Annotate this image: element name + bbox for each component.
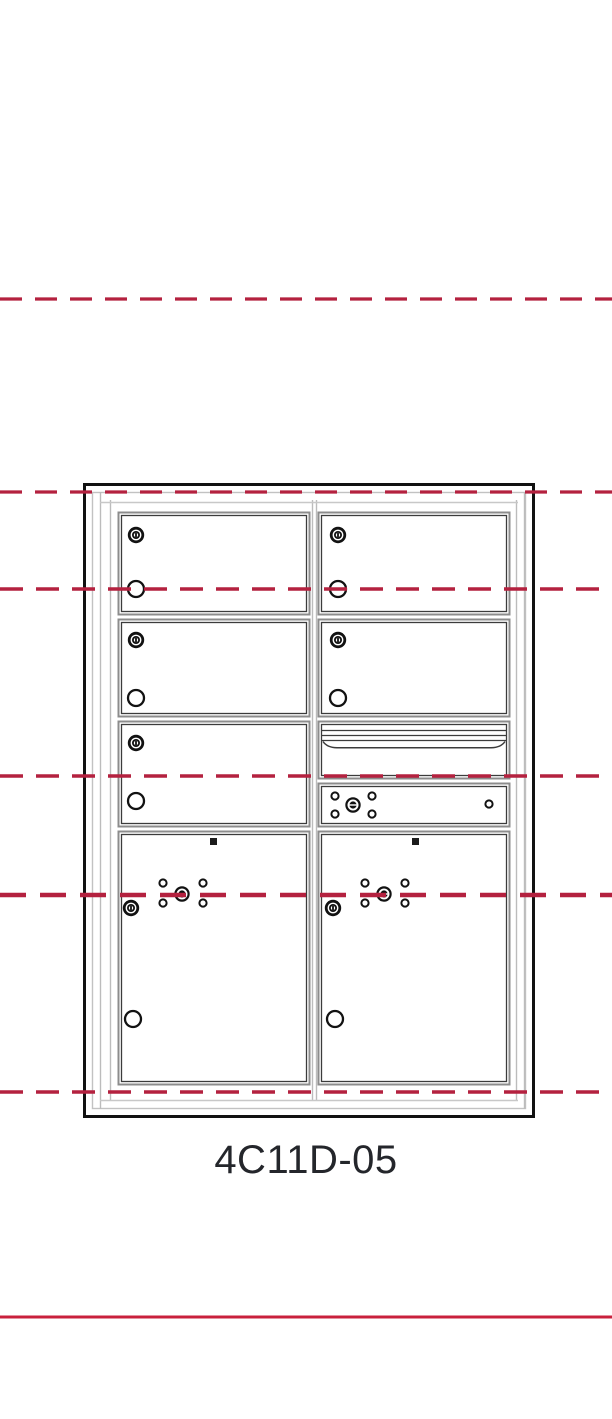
outgoing-mail-slot[interactable] — [317, 720, 511, 780]
screw-hole-icon — [330, 791, 340, 801]
cylinder-lock-icon[interactable] — [329, 526, 347, 544]
pull-handle-icon[interactable] — [123, 1009, 143, 1029]
pull-handle-icon[interactable] — [328, 688, 348, 708]
screw-hole-icon — [158, 898, 168, 908]
screw-hole-icon — [400, 878, 410, 888]
slot-lip-icon — [322, 741, 506, 749]
placard-marker-icon — [412, 838, 419, 845]
cylinder-lock-icon[interactable] — [127, 734, 145, 752]
cylinder-lock-icon[interactable] — [324, 899, 342, 917]
screw-hole-icon — [400, 898, 410, 908]
latch-center-icon[interactable] — [345, 797, 361, 813]
door-right-row2[interactable] — [317, 618, 511, 718]
placard-marker-icon — [210, 838, 217, 845]
screw-hole-icon — [330, 809, 340, 819]
door-left-row3[interactable] — [117, 720, 311, 828]
screw-hole-icon — [484, 799, 494, 809]
screw-hole-icon — [158, 878, 168, 888]
parcel-door-right[interactable] — [317, 830, 511, 1086]
parcel-door-left[interactable] — [117, 830, 311, 1086]
cabinet-group — [83, 483, 535, 1118]
screw-hole-icon — [367, 791, 377, 801]
screw-hole-icon — [198, 898, 208, 908]
cylinder-lock-icon[interactable] — [329, 631, 347, 649]
cylinder-lock-icon[interactable] — [127, 631, 145, 649]
pull-handle-icon[interactable] — [126, 791, 146, 811]
parcel-lock-panel[interactable] — [317, 782, 511, 828]
page-title: 4C11D-05 — [214, 1138, 398, 1182]
cylinder-lock-icon[interactable] — [127, 526, 145, 544]
screw-hole-icon — [367, 809, 377, 819]
door-left-row2[interactable] — [117, 618, 311, 718]
screw-hole-icon — [360, 898, 370, 908]
pull-handle-icon[interactable] — [126, 688, 146, 708]
cabinet-inner-frame — [91, 491, 527, 1110]
pull-handle-icon[interactable] — [325, 1009, 345, 1029]
screw-hole-icon — [198, 878, 208, 888]
cylinder-lock-icon[interactable] — [122, 899, 140, 917]
guide-lines-overlay — [0, 490, 612, 1319]
screw-hole-icon — [360, 878, 370, 888]
door-right-row1[interactable] — [317, 511, 511, 616]
door-left-row1[interactable] — [117, 511, 311, 616]
